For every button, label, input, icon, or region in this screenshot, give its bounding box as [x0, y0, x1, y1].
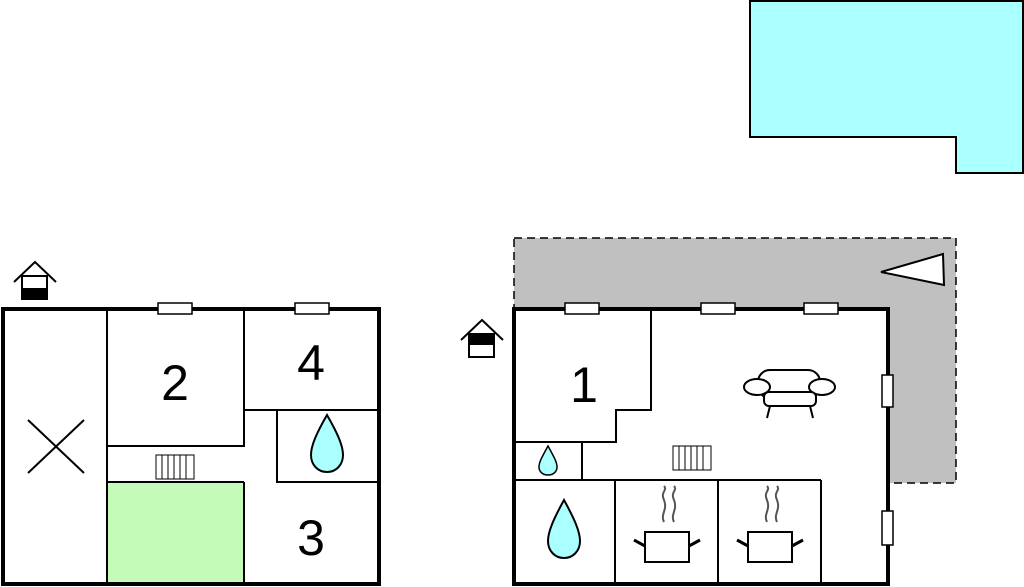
terrace-icon [880, 252, 946, 287]
window [881, 374, 894, 408]
kitchen-icon [736, 485, 804, 563]
window [564, 302, 600, 315]
entrance-icon [460, 318, 504, 358]
sofa-icon [743, 369, 836, 419]
room-label-4: 4 [297, 335, 325, 391]
radiator-icon [155, 454, 195, 480]
right-floor: 1 [460, 302, 894, 586]
left-floor: 2 4 3 [1, 260, 381, 586]
entrance-icon [13, 260, 57, 300]
window [881, 510, 894, 546]
toilet-icon [538, 444, 558, 476]
cross-icon [27, 419, 85, 474]
bathroom-icon [546, 497, 582, 560]
room-label-2: 2 [161, 355, 189, 411]
swimming-pool [749, 0, 1024, 174]
garden-area [108, 482, 244, 584]
room-label-3: 3 [297, 510, 325, 566]
kitchen-icon [633, 485, 701, 563]
window [803, 302, 839, 315]
room-label-1: 1 [570, 357, 598, 413]
window [157, 302, 193, 315]
radiator-icon [672, 445, 712, 471]
bathroom-icon [309, 413, 345, 474]
window [700, 302, 736, 315]
window [294, 302, 330, 315]
